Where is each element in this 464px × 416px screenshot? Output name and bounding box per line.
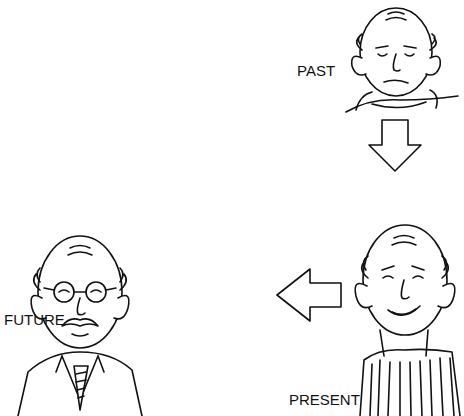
left-arrow	[277, 269, 341, 321]
future-label: FUTURE	[4, 312, 65, 329]
past-label: PAST	[297, 63, 335, 80]
past-face	[346, 8, 458, 112]
present-face	[355, 225, 460, 416]
down-arrow	[369, 120, 421, 171]
present-label: PRESENT	[289, 392, 360, 409]
